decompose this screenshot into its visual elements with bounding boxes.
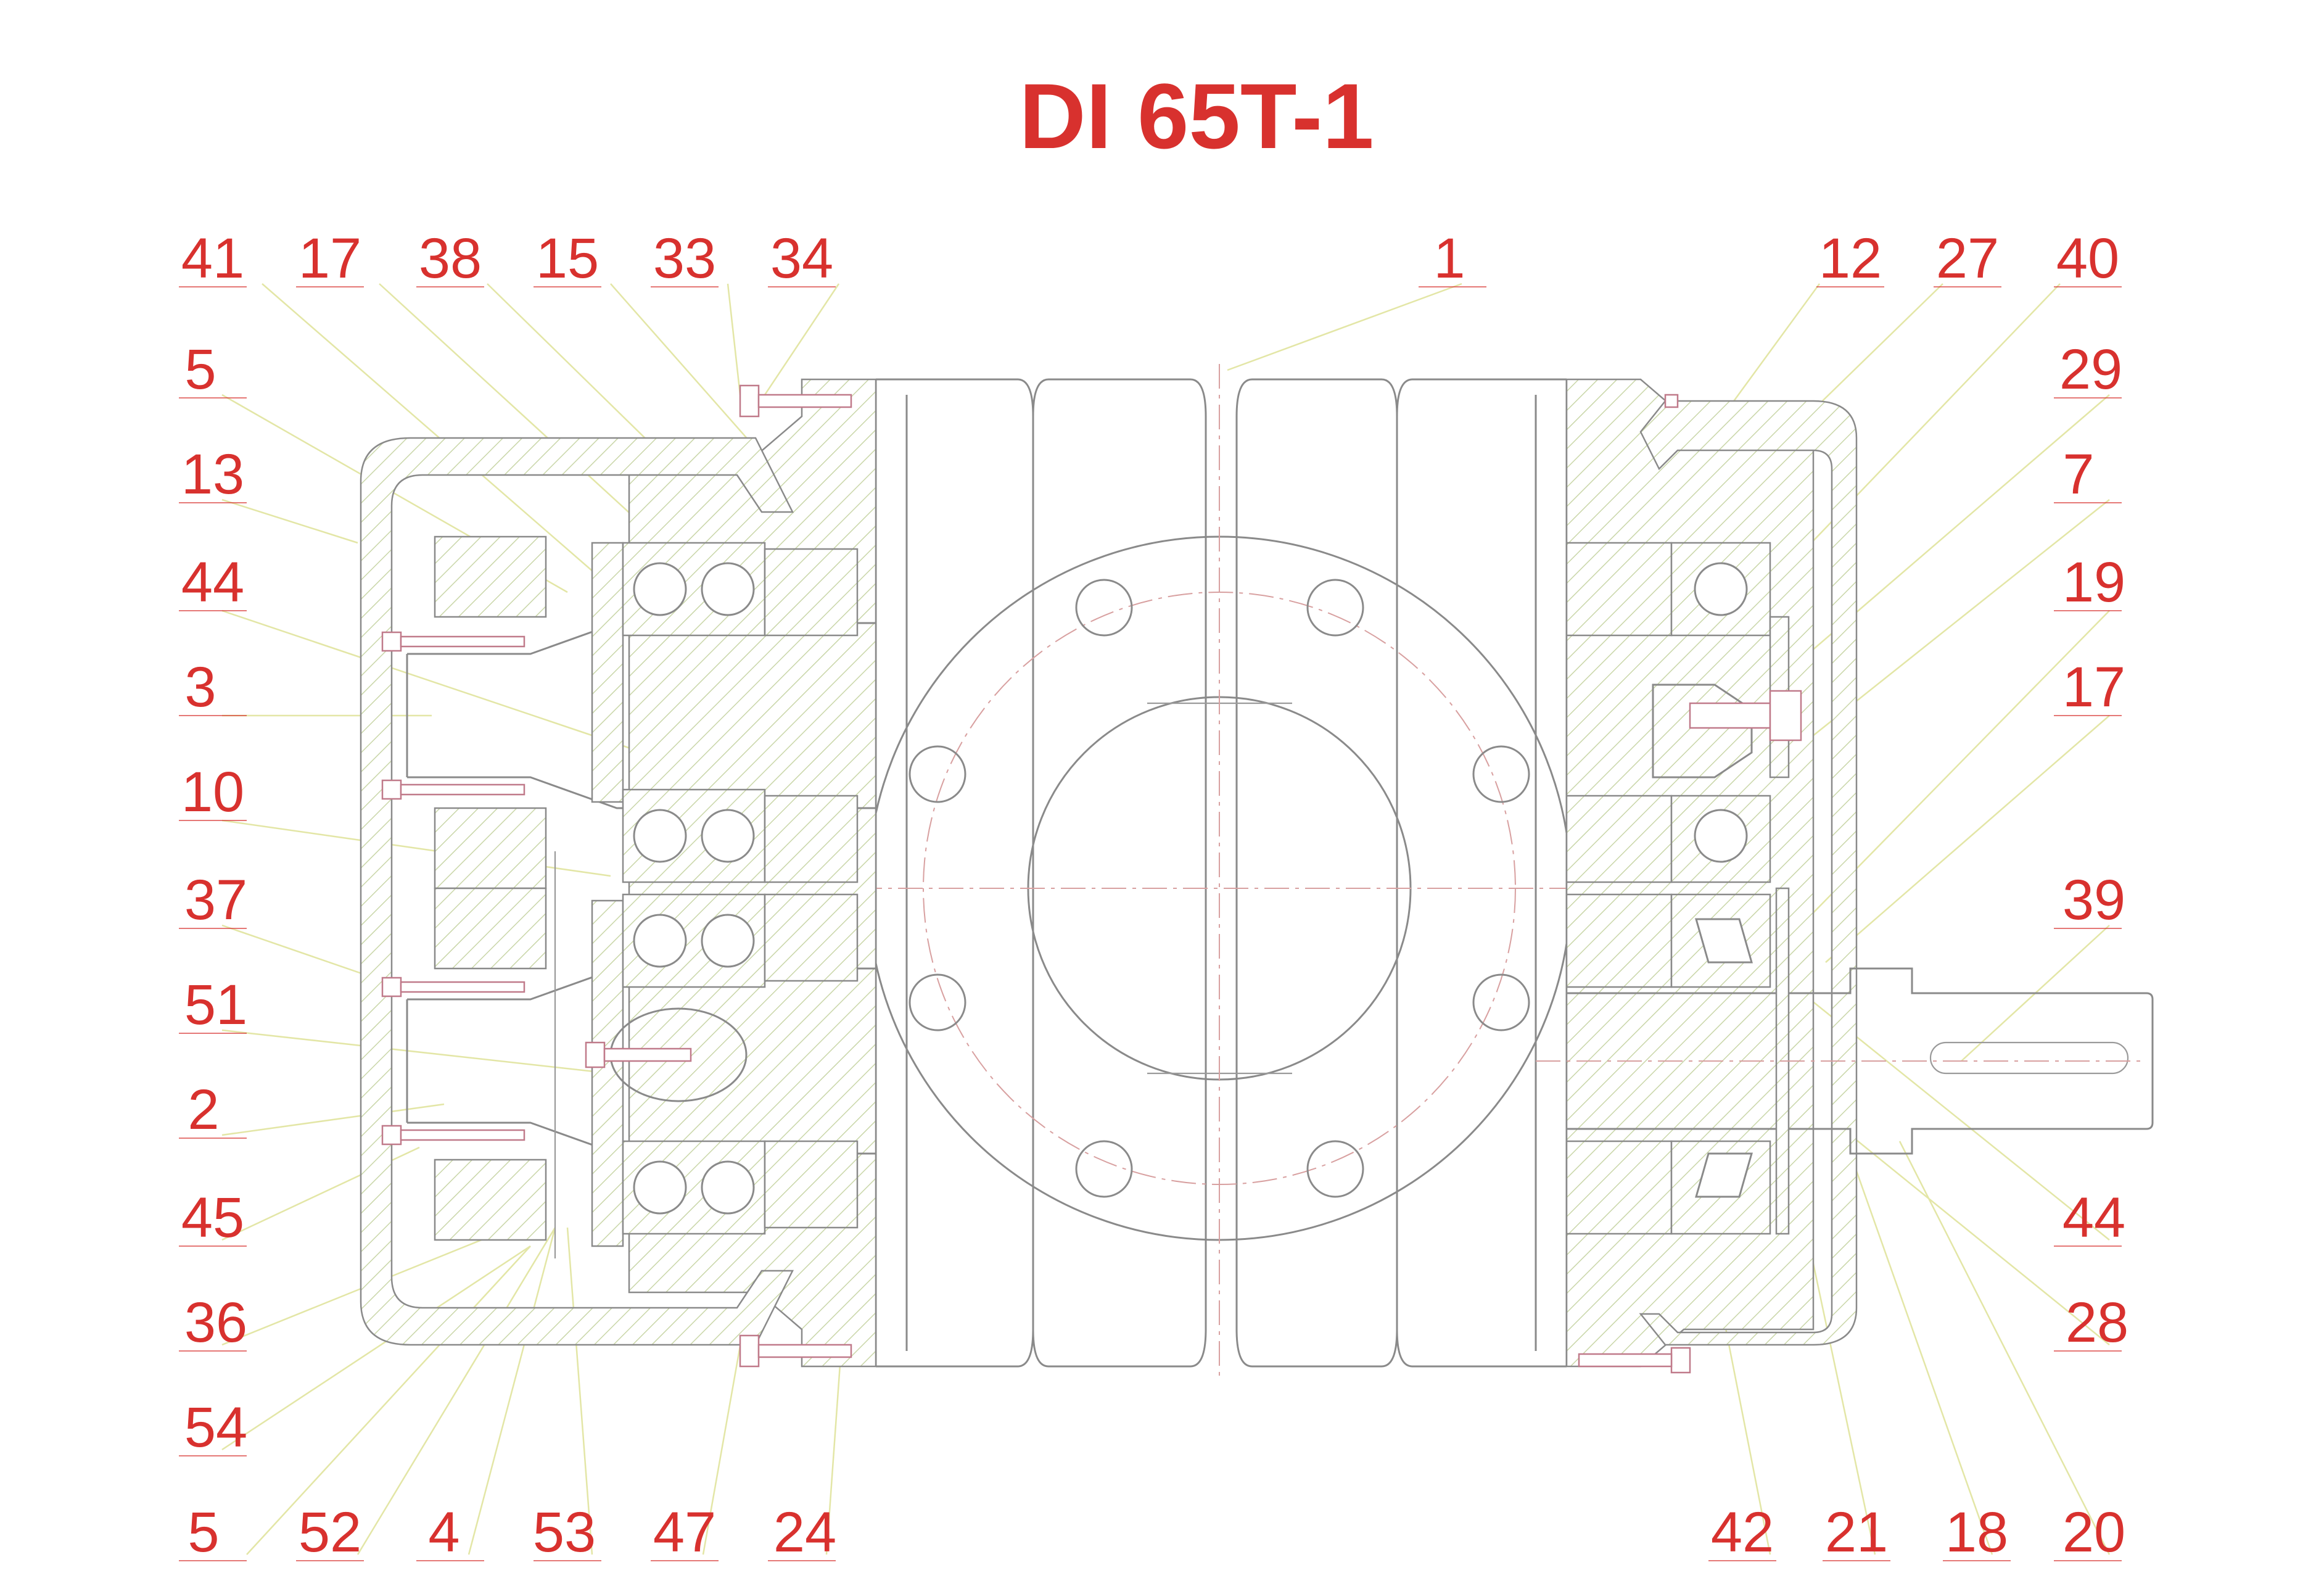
label-24: 24 <box>773 1501 836 1564</box>
label-51: 51 <box>184 973 247 1036</box>
label-28: 28 <box>2066 1291 2128 1354</box>
label-37: 37 <box>184 869 247 931</box>
label-19: 19 <box>2062 551 2125 614</box>
label-29: 29 <box>2059 338 2122 401</box>
label-34: 34 <box>770 227 833 290</box>
label-5-left: 5 <box>184 338 216 401</box>
label-5-bottom: 5 <box>187 1501 219 1564</box>
label-27: 27 <box>1936 227 1999 290</box>
left-housing <box>360 378 877 1368</box>
label-53: 53 <box>533 1501 596 1564</box>
label-41: 41 <box>181 227 244 290</box>
label-45: 45 <box>181 1186 244 1249</box>
label-40: 40 <box>2056 227 2119 290</box>
label-44-right: 44 <box>2062 1186 2125 1249</box>
label-21: 21 <box>1825 1501 1888 1564</box>
label-4: 4 <box>428 1501 459 1564</box>
label-47: 47 <box>653 1501 716 1564</box>
label-42: 42 <box>1711 1501 1774 1564</box>
label-36: 36 <box>184 1291 247 1354</box>
label-17-right: 17 <box>2062 656 2125 719</box>
label-1: 1 <box>1433 227 1465 290</box>
right-housing <box>1536 378 2154 1374</box>
label-20: 20 <box>2062 1501 2125 1564</box>
label-12: 12 <box>1819 227 1882 290</box>
label-33: 33 <box>653 227 716 290</box>
label-15: 15 <box>536 227 599 290</box>
label-52: 52 <box>299 1501 361 1564</box>
label-3: 3 <box>184 656 216 719</box>
label-44-left: 44 <box>181 551 244 614</box>
main-casing <box>857 364 1585 1376</box>
label-10: 10 <box>181 761 244 824</box>
label-13: 13 <box>181 443 244 506</box>
label-18: 18 <box>1945 1501 2008 1564</box>
label-7: 7 <box>2062 443 2094 506</box>
label-39: 39 <box>2062 869 2125 931</box>
label-54: 54 <box>184 1396 247 1459</box>
label-2: 2 <box>187 1078 219 1141</box>
label-17: 17 <box>299 227 361 290</box>
label-38: 38 <box>419 227 482 290</box>
flange-bolt-holes <box>909 579 1530 1198</box>
drawing-title: DI 65T-1 <box>1019 64 1374 168</box>
part-labels: 41 17 38 15 33 34 1 12 27 40 5 13 44 3 1… <box>179 227 2128 1564</box>
